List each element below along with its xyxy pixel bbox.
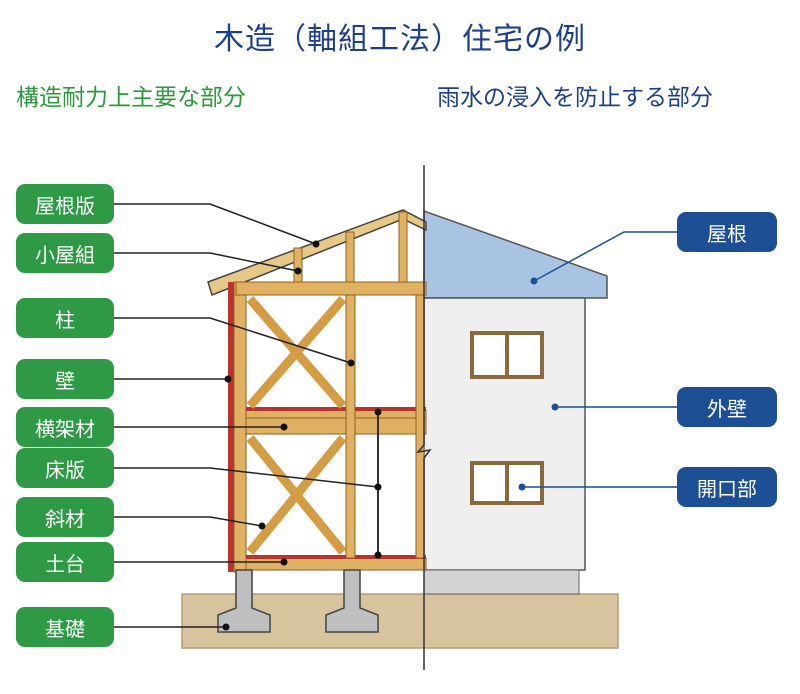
foundation-footings: [217, 569, 379, 633]
floor-board-lower: [246, 555, 426, 559]
leader-lines-left: [114, 203, 379, 628]
label-wall: 壁: [16, 359, 114, 399]
label-column: 柱: [16, 298, 114, 338]
braces: [246, 296, 347, 555]
label-floor-board: 床版: [16, 448, 114, 488]
structural-parts-heading: 構造耐力上主要な部分: [16, 85, 246, 111]
leader-lines-right: [522, 231, 677, 488]
leader-dots-right: [518, 277, 559, 491]
base-band: [423, 569, 580, 595]
label-horizontal-member: 横架材: [16, 407, 114, 447]
label-opening: 開口部: [677, 467, 777, 507]
window-lower: [470, 461, 544, 505]
page-title: 木造（軸組工法）住宅の例: [214, 22, 586, 57]
roof-finished: [423, 209, 608, 299]
label-roof-board: 屋根版: [16, 184, 114, 224]
roof-board: [207, 209, 427, 296]
horizontal-beams: [235, 281, 427, 571]
label-sill: 土台: [16, 542, 114, 582]
window-upper: [470, 331, 544, 379]
label-roof-truss: 小屋組: [16, 233, 114, 273]
leader-dots-left: [222, 240, 382, 631]
label-brace: 斜材: [16, 497, 114, 537]
label-roof: 屋根: [677, 212, 777, 252]
floor-board-upper: [246, 407, 426, 411]
rainwater-parts-heading: 雨水の浸入を防止する部分: [437, 85, 713, 111]
label-foundation: 基礎: [16, 607, 114, 647]
center-divider-break: [416, 444, 432, 459]
label-exterior-wall: 外壁: [677, 387, 777, 427]
